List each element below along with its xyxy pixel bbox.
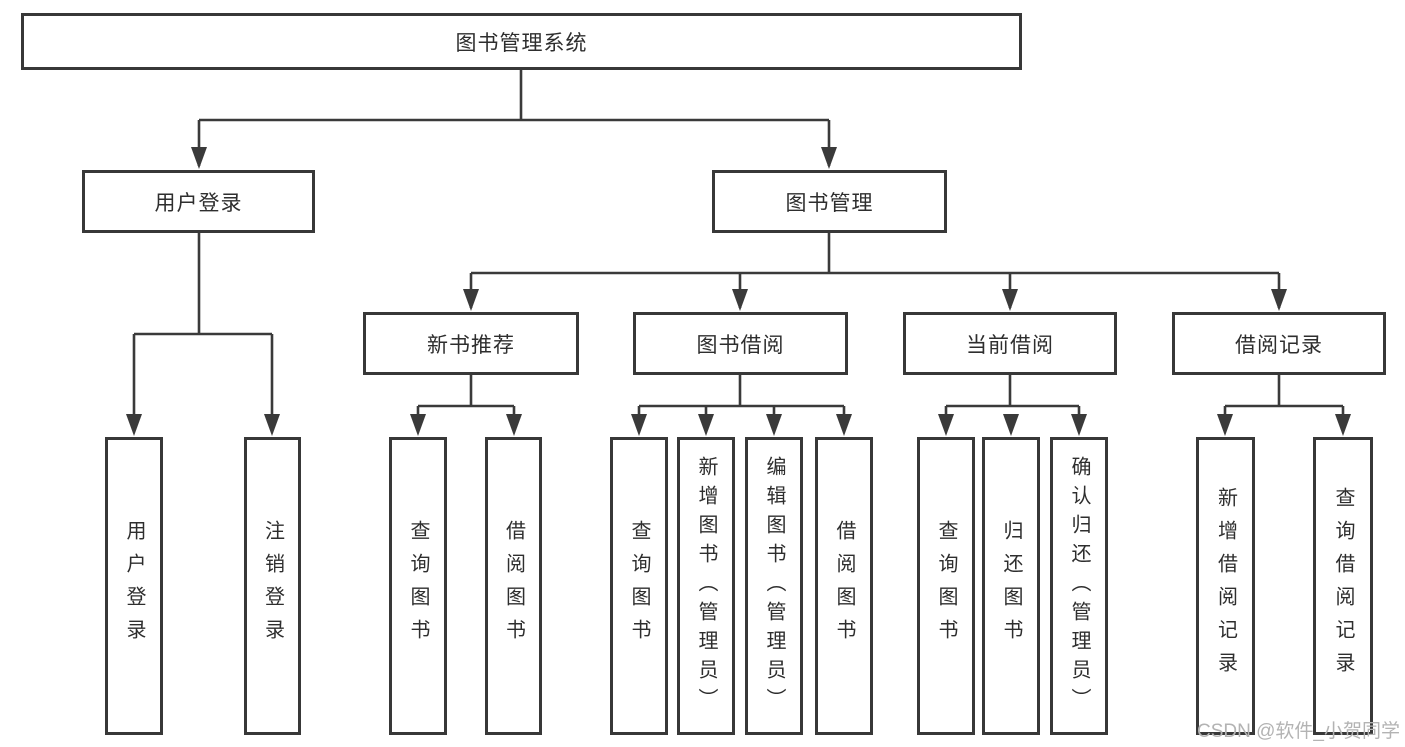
leaf-user-login: 用户登录 — [105, 437, 163, 735]
leaf-query-books-recommend-label: 查询图书 — [407, 520, 429, 652]
node-book-management-label: 图书管理 — [785, 191, 874, 215]
node-root-system: 图书管理系统 — [21, 13, 1022, 70]
leaf-confirm-return-admin-label: 确认归还（管理员） — [1068, 455, 1090, 717]
leaf-borrow-books-recommend: 借阅图书 — [485, 437, 542, 735]
arrowhead-icons — [126, 147, 1351, 436]
leaf-add-borrow-record-label: 新增借阅记录 — [1214, 487, 1237, 685]
leaf-logout-label: 注销登录 — [261, 520, 284, 652]
node-borrow-records-label: 借阅记录 — [1235, 333, 1323, 357]
node-book-borrow-label: 图书借阅 — [696, 333, 785, 357]
node-current-borrow-label: 当前借阅 — [966, 333, 1054, 357]
leaf-return-books-label: 归还图书 — [1000, 520, 1022, 652]
leaf-edit-book-admin-label: 编辑图书（管理员） — [763, 455, 785, 717]
leaf-query-books-current: 查询图书 — [917, 437, 975, 735]
leaf-query-books-current-label: 查询图书 — [935, 520, 957, 652]
node-user-login: 用户登录 — [82, 170, 315, 233]
node-root-label: 图书管理系统 — [455, 31, 588, 55]
leaf-borrow-books-label: 借阅图书 — [833, 520, 855, 652]
node-borrow-records: 借阅记录 — [1172, 312, 1386, 375]
leaf-edit-book-admin: 编辑图书（管理员） — [745, 437, 803, 735]
leaf-query-borrow-record: 查询借阅记录 — [1313, 437, 1373, 735]
leaf-user-login-label: 用户登录 — [123, 520, 145, 652]
leaf-add-borrow-record: 新增借阅记录 — [1196, 437, 1255, 735]
leaf-return-books: 归还图书 — [982, 437, 1040, 735]
leaf-borrow-books-recommend-label: 借阅图书 — [502, 520, 525, 652]
node-new-book-recommend: 新书推荐 — [363, 312, 579, 375]
node-book-management: 图书管理 — [712, 170, 947, 233]
leaf-query-books-borrow-label: 查询图书 — [628, 520, 650, 652]
leaf-add-book-admin-label: 新增图书（管理员） — [695, 455, 717, 717]
node-book-borrow: 图书借阅 — [633, 312, 848, 375]
node-user-login-label: 用户登录 — [154, 191, 243, 215]
leaf-confirm-return-admin: 确认归还（管理员） — [1050, 437, 1108, 735]
node-current-borrow: 当前借阅 — [903, 312, 1117, 375]
leaf-query-books-recommend: 查询图书 — [389, 437, 447, 735]
leaf-query-borrow-record-label: 查询借阅记录 — [1332, 487, 1354, 685]
leaf-add-book-admin: 新增图书（管理员） — [677, 437, 735, 735]
leaf-query-books-borrow: 查询图书 — [610, 437, 668, 735]
node-new-book-recommend-label: 新书推荐 — [427, 333, 515, 357]
leaf-borrow-books: 借阅图书 — [815, 437, 873, 735]
csdn-watermark: CSDN @软件_小贺同学 — [1197, 721, 1400, 742]
leaf-logout: 注销登录 — [244, 437, 301, 735]
